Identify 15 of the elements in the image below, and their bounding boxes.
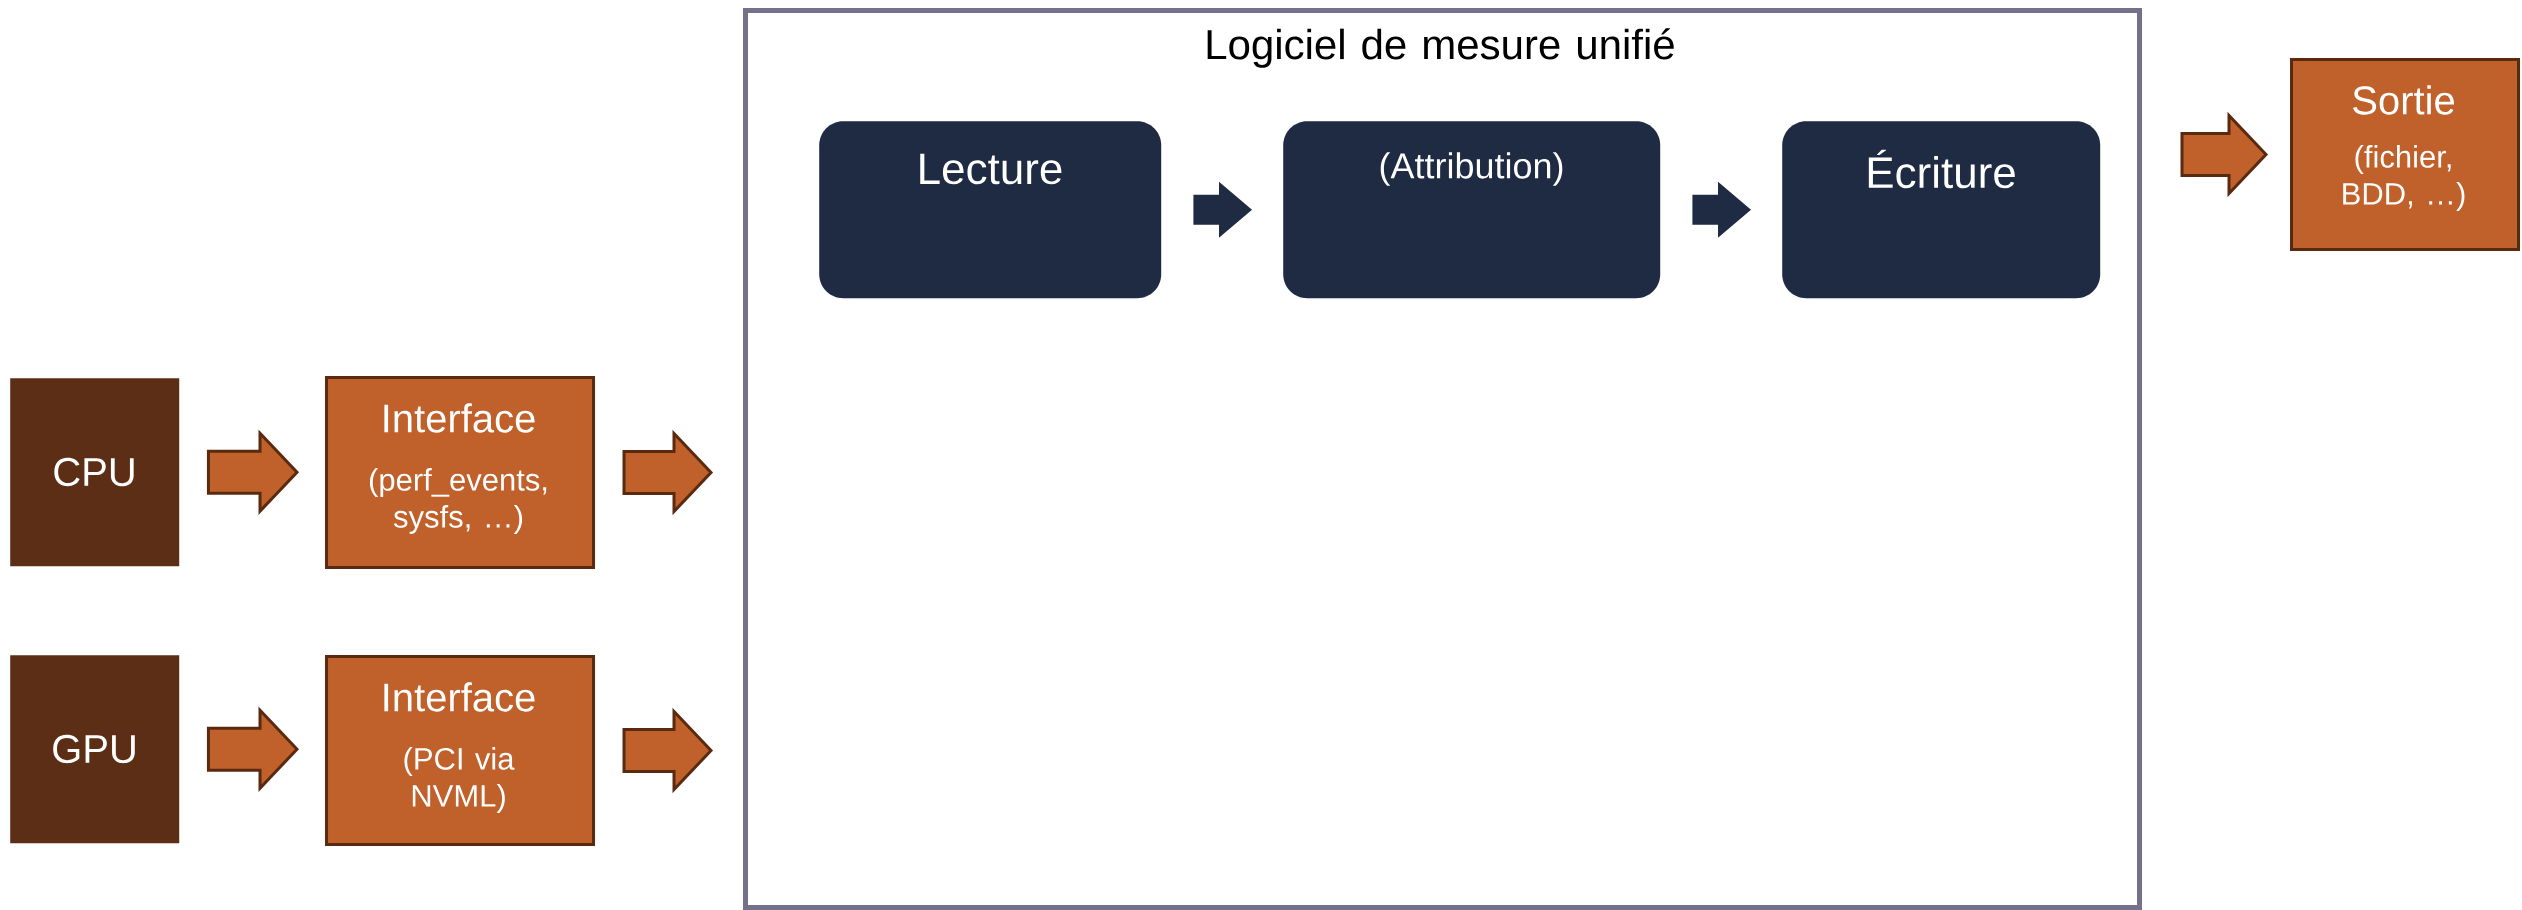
block-arrow: [206, 706, 300, 792]
block-arrow: [1692, 181, 1751, 238]
block-arrow: [1193, 181, 1252, 238]
block-arrow: [2180, 111, 2269, 198]
step-box: Lecture: [819, 121, 1162, 299]
block-arrow: [206, 429, 300, 515]
process-box: Interface (perf_events, sysfs, …): [325, 376, 595, 569]
step-box: Écriture: [1782, 121, 2101, 299]
process-box: Interface (PCI via NVML): [325, 655, 595, 846]
block-arrow: [622, 707, 714, 794]
process-box: Sortie (fichier, BDD, …): [2290, 58, 2520, 251]
hardware-box: CPU: [10, 378, 180, 567]
block-arrow: [622, 429, 714, 516]
hardware-box: GPU: [10, 655, 180, 844]
step-box: (Attribution): [1283, 121, 1661, 299]
